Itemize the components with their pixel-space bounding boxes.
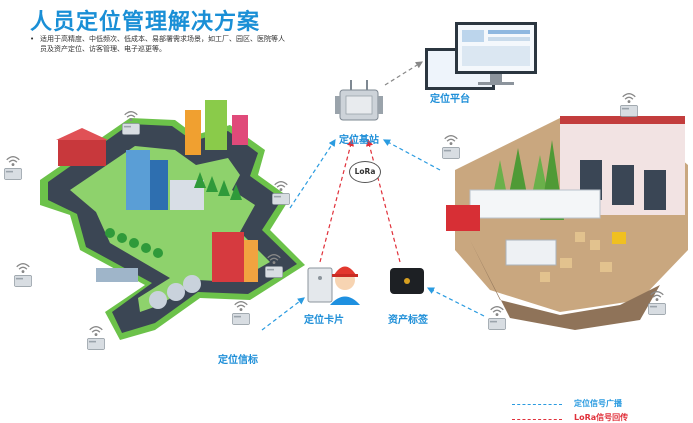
platform-monitors	[425, 22, 537, 90]
legend-lora-line	[512, 419, 562, 420]
logistics-scene	[446, 116, 688, 330]
beacon-icon	[3, 156, 23, 181]
base-station-device	[335, 80, 383, 121]
base-station-label: 定位基站	[339, 135, 379, 146]
beacon-label: 定位信标	[218, 355, 258, 366]
asset-tag-label: 资产标签	[388, 315, 428, 326]
asset-tag-device	[390, 268, 424, 294]
beacon-icon	[441, 135, 461, 160]
card-device	[307, 267, 333, 303]
beacon-icon	[13, 263, 33, 288]
beacon-icon	[487, 306, 507, 331]
bullet-dot: •	[30, 35, 35, 43]
legend-lora-label: LoRa信号回传	[574, 413, 629, 422]
city-scene	[40, 100, 305, 340]
beacon-icon	[86, 326, 106, 351]
connections	[261, 61, 485, 331]
legend-broadcast-line	[512, 404, 562, 405]
description-block: • 适用于高精度、中低频次、低成本、易部署需求场景，如工厂、园区、医院等人员及资…	[30, 34, 290, 54]
platform-label: 定位平台	[430, 94, 470, 105]
legend-broadcast-label: 定位信号广播	[574, 399, 622, 408]
lora-badge: LoRa	[349, 161, 381, 183]
beacon-icon	[231, 301, 251, 326]
worker-avatar	[330, 266, 360, 305]
beacon-icon	[619, 93, 639, 118]
description-text: 适用于高精度、中低频次、低成本、易部署需求场景，如工厂、园区、医院等人员及资产定…	[40, 35, 285, 53]
page-title: 人员定位管理解决方案	[30, 10, 261, 35]
card-label: 定位卡片	[304, 315, 344, 326]
